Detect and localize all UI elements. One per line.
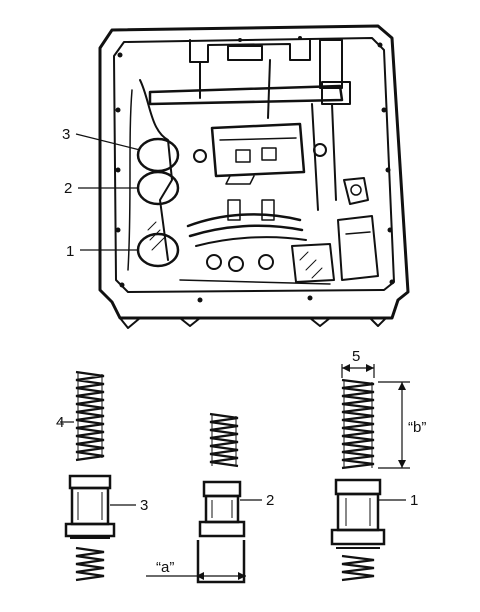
- callout-piston-2: 2: [240, 492, 274, 509]
- piston-3: [64, 474, 116, 582]
- spring-4: [75, 370, 105, 462]
- valve-bore-1: [136, 232, 180, 268]
- valve-body-housing: [98, 24, 410, 329]
- svg-text:“a”: “a”: [156, 559, 174, 576]
- valve-bore-2: [136, 170, 180, 206]
- dimension-a: “a”: [146, 559, 246, 580]
- dimension-b: “b”: [378, 381, 426, 469]
- callout-piston-1: 1: [378, 492, 418, 509]
- callout-valve-2: 2: [64, 180, 138, 197]
- svg-text:2: 2: [266, 492, 274, 509]
- spring-1: [341, 378, 375, 470]
- valve-bore-3: [136, 137, 180, 173]
- width-dimension-5: 5: [341, 348, 375, 378]
- callout-valve-1: 1: [66, 243, 138, 260]
- callout-valve-3: 3: [62, 126, 141, 151]
- svg-text:1: 1: [410, 492, 418, 509]
- callout-piston-3: 3: [110, 497, 148, 514]
- piston-1: [330, 478, 386, 582]
- svg-text:5: 5: [352, 348, 360, 365]
- callout-spring-4: 4: [56, 414, 74, 431]
- spring-2: [209, 412, 239, 468]
- svg-text:“b”: “b”: [408, 419, 426, 436]
- svg-text:1: 1: [66, 243, 74, 260]
- svg-text:3: 3: [140, 497, 148, 514]
- svg-text:2: 2: [64, 180, 72, 197]
- svg-text:4: 4: [56, 414, 64, 431]
- svg-text:3: 3: [62, 126, 70, 143]
- piston-2: [196, 480, 246, 584]
